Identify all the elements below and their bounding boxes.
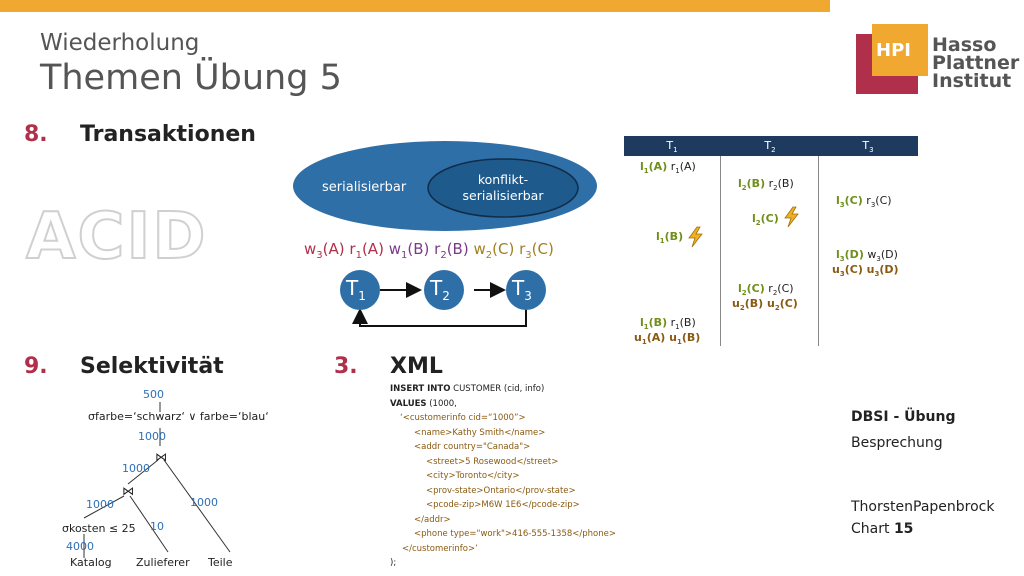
- tree-edge-join-teile: [163, 459, 231, 553]
- schedule: w3(A) r1(A) w1(B) r2(B) w2(C) r3(C): [304, 240, 554, 261]
- tree-card-j1-left: 1000: [122, 462, 150, 475]
- tx-table-header: [624, 136, 918, 156]
- tree-leaf-teile: Teile: [208, 556, 233, 569]
- tx-cell-t2-step1: l2(B) r2(B): [738, 177, 794, 193]
- xml-line-3: ‘<customerinfo cid=“1000”>: [400, 413, 526, 423]
- tx-table: T1 T2 T3: [624, 136, 918, 346]
- schedule-op: r2(B): [434, 240, 469, 261]
- tx-col-divider-1: [720, 156, 721, 346]
- top-accent-bar: [0, 0, 830, 12]
- xml-line-1: INSERT INTO CUSTOMER (cid, info): [390, 384, 545, 394]
- logo-line-3: Institut: [932, 70, 1012, 92]
- logo-line-1: Hasso: [932, 34, 997, 56]
- tree-join-bottom: ⋈: [122, 484, 134, 498]
- section-8-title: Transaktionen: [80, 122, 256, 147]
- xml-line-6: <street>5 Rosewood</street>: [426, 456, 559, 467]
- xml-line-5: <addr country="Canada">: [414, 442, 531, 452]
- section-9-title: Selektivität: [80, 354, 224, 379]
- section-3-number: 3.: [334, 354, 358, 379]
- tx-header-t3: T3: [862, 139, 874, 155]
- logo-line-2: Plattner: [932, 52, 1020, 74]
- tree-leaf-katalog: Katalog: [70, 556, 112, 569]
- graph-label-t1: T1: [346, 276, 366, 303]
- tree-join-top: ⋈: [155, 450, 167, 464]
- xml-line-11: <phone type="work">416-555-1358</phone>: [414, 529, 616, 539]
- tree-edge-join-sigma: [83, 495, 125, 519]
- xml-line-8: <prov-state>Ontario</prov-state>: [426, 485, 576, 496]
- tree-sigma-kosten: σkosten ≤ 25: [62, 522, 136, 535]
- tx-header-t2: T2: [764, 139, 776, 155]
- lightning-icon: [784, 206, 799, 228]
- venn-inner-line-1: konflikt-: [477, 172, 529, 187]
- xml-line-9: <pcode-zip>M6W 1E6</pcode-zip>: [426, 500, 580, 510]
- xml-code: INSERT INTO CUSTOMER (cid, info) VALUES …: [390, 382, 616, 571]
- schedule-op: r3(C): [519, 240, 554, 261]
- query-tree: [83, 402, 231, 558]
- hpi-logo: HPI: [856, 24, 928, 96]
- tree-card-j2-right: 10: [150, 520, 164, 533]
- slide-title: Themen Übung 5: [40, 58, 342, 98]
- tx-cell-t3-step1: l3(C) r3(C): [836, 194, 892, 210]
- tx-cell-t1-lock-b: l1(B): [656, 230, 684, 246]
- xml-line-4: <name>Kathy Smith</name>: [414, 427, 546, 438]
- section-3-title: XML: [390, 354, 443, 379]
- tx-cell-t1-step1: l1(A) r1(A): [640, 160, 696, 176]
- venn-inner: [427, 158, 579, 218]
- tx-cell-t3-step2: l3(D) w3(D): [836, 248, 898, 264]
- tree-card-leaf: 4000: [66, 540, 94, 553]
- venn-outer-label: serialisierbar: [322, 180, 407, 195]
- tx-cell-t2-unlock: u2(B) u2(C): [732, 297, 798, 313]
- tx-cell-t3-unlock: u3(C) u3(D): [832, 263, 899, 279]
- tx-col-divider-2: [818, 156, 819, 346]
- edge-t3-t1: [352, 308, 527, 327]
- tree-edge-join-zulieferer: [129, 495, 169, 553]
- logo-name: Hasso Plattner Institut: [932, 34, 1020, 92]
- tree-card-sel-in: 1000: [138, 430, 166, 443]
- venn-inner-line-2: serialisierbar: [462, 188, 544, 203]
- section-9-number: 9.: [24, 354, 48, 379]
- acid-watermark: ACID: [25, 199, 208, 275]
- tx-cell-t1-step2: l1(B) r1(B): [640, 316, 696, 332]
- tx-header-t1: T1: [666, 139, 678, 155]
- course-name: DBSI - Übung: [851, 409, 956, 425]
- tree-leaf-zulieferer: Zulieferer: [136, 556, 190, 569]
- lightning-icon: [688, 226, 703, 248]
- tree-card-j1-right: 1000: [190, 496, 218, 509]
- xml-line-7: <city>Toronto</city>: [426, 471, 520, 481]
- xml-line-13: );: [390, 558, 397, 568]
- tree-card-root: 500: [143, 388, 164, 401]
- author-name: ThorstenPapenbrock: [851, 499, 995, 515]
- course-topic: Besprechung: [851, 435, 943, 451]
- xml-line-12: </customerinfo>’: [402, 543, 478, 554]
- tree-card-j2-left: 1000: [86, 498, 114, 511]
- graph-label-t3: T3: [512, 276, 532, 303]
- tree-selection: σfarbe=‘schwarz‘ ∨ farbe=‘blau‘: [88, 410, 269, 423]
- schedule-op: w3(A): [304, 240, 345, 261]
- graph-node-t1: [340, 270, 380, 310]
- graph-node-t3: [506, 270, 546, 310]
- slide-subtitle: Wiederholung: [40, 30, 200, 56]
- venn-inner-label: konflikt- serialisierbar: [440, 172, 566, 204]
- tx-cell-t2-lock-c: l2(C): [752, 212, 779, 228]
- tx-cell-t1-unlock: u1(A) u1(B): [634, 331, 701, 347]
- graph-node-t2: [424, 270, 464, 310]
- xml-line-2: VALUES (1000,: [390, 398, 457, 409]
- conflict-graph: [340, 270, 546, 327]
- logo-square-orange: [872, 24, 928, 76]
- serializability-venn: [293, 141, 597, 231]
- xml-line-10: </addr>: [414, 514, 451, 525]
- logo-badge: HPI: [876, 40, 911, 61]
- schedule-op: r1(A): [349, 240, 384, 261]
- schedule-op: w1(B): [388, 240, 430, 261]
- section-8-number: 8.: [24, 122, 48, 147]
- tree-edge-join-join: [127, 459, 159, 485]
- schedule-op: w2(C): [473, 240, 515, 261]
- chart-number: Chart 15: [851, 521, 914, 537]
- tx-cell-t2-step2: l2(C) r2(C): [738, 282, 794, 298]
- graph-label-t2: T2: [430, 276, 450, 303]
